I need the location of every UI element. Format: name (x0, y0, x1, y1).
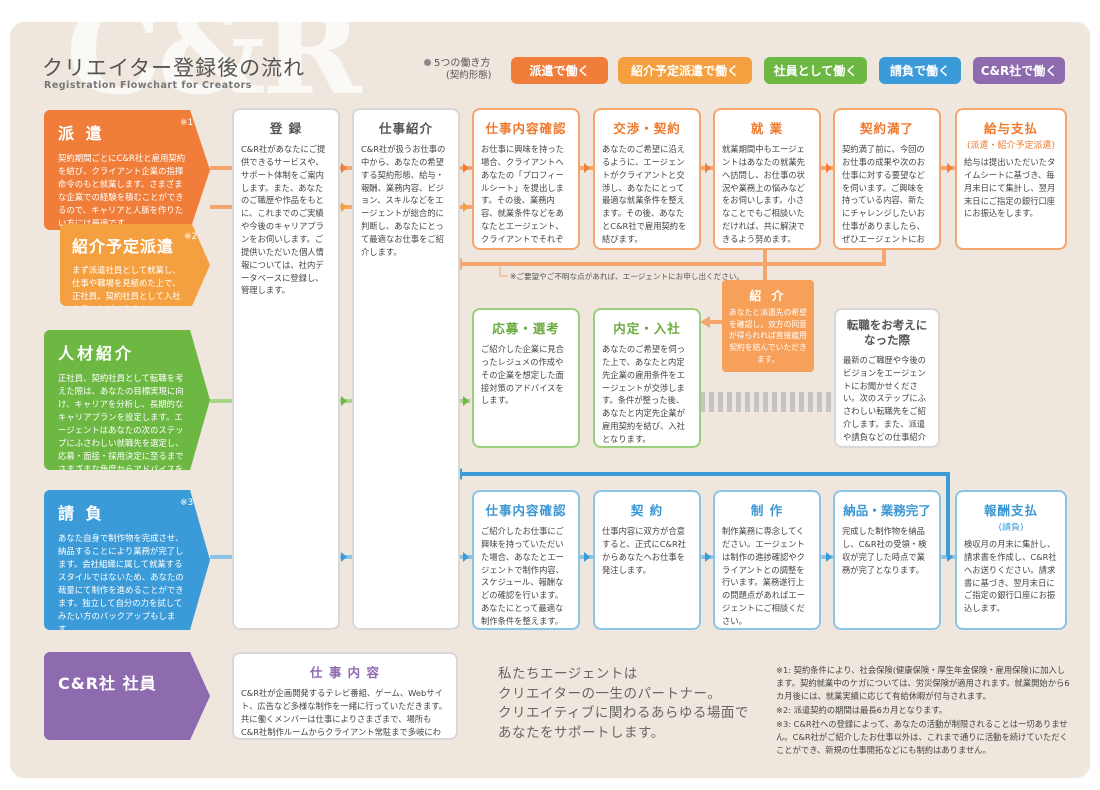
step-title: 契 約 (630, 503, 664, 518)
agent-message-line: 私たちエージェントは (498, 666, 638, 682)
legend-sublabel: (契約形態) (446, 70, 492, 81)
category-ukeoi: 請 負 ※3 あなた自身で制作物を完成させ、納品することにより業務が完了します。… (44, 490, 210, 630)
step-title: 報酬支払 (983, 503, 1038, 518)
category-name: 派 遣 (58, 124, 105, 143)
category-description: 正社員、契約社員として転職を考えた際は、あなたの目標実現に向け、キャリアを分析し… (58, 373, 184, 475)
step-description: あなたと派遣先の希望を確認し、双方の同意が得られれば直接雇用契約を結んでいただき… (729, 308, 807, 364)
legend-shokai-haken: 紹介予定派遣で働く (618, 57, 752, 84)
step-description: 給与は提出いただいたタイムシートに基づき、毎月末日にて集計し、翌月末日にご指定の… (964, 157, 1056, 219)
category-shokai-haken: 紹介予定派遣 ※2 まず派遣社員として就業し、仕事や職場を見極めた上で、正社員、… (60, 224, 210, 306)
footnote-mark: ※1 (180, 118, 194, 128)
legend-shain: 社員として働く (764, 57, 867, 84)
note-pointer (499, 264, 508, 277)
step-description: 制作業務に専念してください。エージェントは制作の進捗確認やクライアントとの調整を… (722, 526, 805, 627)
step-oubo-senko: 応募・選考 ご紹介した企業に見合ったレジュメの作成やその企業を想定した面接対策の… (472, 308, 580, 448)
step-title: 仕事紹介 (378, 121, 433, 136)
legend-haken: 派遣で働く (511, 57, 608, 84)
step-title: 仕 事 内 容 (309, 665, 381, 680)
step-title: 制 作 (750, 503, 784, 518)
agent-message-line: クリエイティブに関わるあらゆる場面で (498, 705, 749, 722)
step-title: 契約満了 (859, 121, 914, 136)
step-shokai: 紹 介 あなたと派遣先の希望を確認し、双方の同意が得られれば直接雇用契約を結んで… (722, 280, 814, 372)
step-title: 登 録 (269, 121, 303, 136)
category-description: まず派遣社員として就業し、仕事や職場を見極めた上で、正社員、契約社員として入社す… (72, 265, 181, 306)
chevron-icons (341, 163, 953, 173)
step-description: あなたのご希望に沿えるように、エージェントがクライアントと交渉し、あなたにとって… (602, 144, 687, 245)
step-shigoto-shokai: 仕事紹介 C&R社が扱うお仕事の中から、あなたの希望する契約形態、給与・報酬、業… (352, 108, 460, 630)
step-toroku: 登 録 C&R社があなたにご提供できるサービスや、サポート体制をご案内します。ま… (232, 108, 340, 630)
step-title: 仕事内容確認 (485, 121, 567, 136)
step-shugyo: 就 業 就業期間中もエージェントはあなたの就業先へ訪問し、お仕事の状況や業務上の… (713, 108, 821, 250)
step-subtitle: (派遣・紹介予定派遣) (966, 141, 1056, 151)
category-description: あなた自身で制作物を完成させ、納品することにより業務が完了します。会社組織に属し… (58, 533, 184, 635)
step-description: あなたのご希望を伺った上で、あなたと内定先企業の雇用条件をエージェントが交渉しま… (602, 344, 685, 445)
category-description: 契約期間ごとにC&R社と雇用契約を結び、クライアント企業の指揮命令のもと就業しま… (58, 153, 186, 229)
step-description: C&R社が扱うお仕事の中から、あなたの希望する契約形態、給与・報酬、業務内容、ビ… (361, 144, 446, 257)
legend-label: 5つの働き方 (434, 58, 491, 69)
step-title: 紹 介 (749, 289, 787, 303)
consult-note: ※ご要望やご不明な点があれば、エージェントにお申し出ください。 (510, 272, 745, 281)
step-u-hoshu: 報酬支払 (請負) 検収月の月末に集計し、請求書を作成し、C&R社へお送りくださ… (955, 490, 1067, 630)
legend-cr-shain: C&R社で働く (973, 57, 1065, 84)
step-naiyo-kakunin: 仕事内容確認 お仕事に興味を持った場合、クライアントへあなたの「プロフィールシー… (472, 108, 580, 250)
step-title: 交渉・契約 (613, 121, 681, 136)
step-kosho-keiyaku: 交渉・契約 あなたのご希望に沿えるように、エージェントがクライアントと交渉し、あ… (593, 108, 701, 250)
step-title: 内定・入社 (613, 321, 681, 336)
step-description: ご紹介したお仕事にご興味を持っていただいた場合、あなたとエージェントで制作内容、… (481, 526, 564, 627)
step-tenshoku: 転職をお考えになった際 最新のご職歴や今後のビジョンをエージェントにお聞かせくだ… (834, 308, 940, 448)
footnote-3: ※3: C&R社への登録によって、あなたの活動が制限されることは一切ありません。… (776, 719, 1068, 755)
category-name: 人材紹介 (58, 344, 135, 363)
step-u-nohin: 納品・業務完了 完成した制作物を納品し、C&R社の受領・検収が完了した時点で業務… (833, 490, 941, 630)
step-kyuyo-shiharai: 給与支払 (派遣・紹介予定派遣) 給与は提出いただいたタイムシートに基づき、毎月… (955, 108, 1067, 250)
category-haken: 派 遣 ※1 契約期間ごとにC&R社と雇用契約を結び、クライアント企業の指揮命令… (44, 110, 210, 230)
return-arrow-orange (458, 250, 886, 266)
category-name: 紹介予定派遣 (72, 237, 175, 256)
page-subtitle: Registration Flowchart for Creators (44, 80, 252, 91)
brand-watermark: C&R (66, 0, 362, 122)
step-description: 最新のご職歴や今後のビジョンをエージェントにお聞かせください。次のステップにふさ… (843, 354, 926, 446)
step-u-keiyaku: 契 約 仕事内容に双方が合意すると、正式にC&R社からあなたへお仕事を発注します… (593, 490, 701, 630)
step-description: 仕事内容に双方が合意すると、正式にC&R社からあなたへお仕事を発注します。 (602, 526, 687, 575)
agent-message-line: クリエイターの一生のパートナー。 (498, 685, 722, 702)
step-description: お仕事に興味を持った場合、クライアントへあなたの「プロフィールシート」を提出しま… (481, 144, 564, 248)
legend-heading: 5つの働き方 (契約形態) (424, 57, 491, 82)
step-subtitle: (請負) (998, 523, 1024, 533)
step-title: 応募・選考 (492, 321, 560, 336)
footnote-1: ※1: 契約条件により、社会保険(健康保険・厚生年金保険・雇用保険)に加入します… (776, 665, 1070, 701)
category-name: 請 負 (58, 504, 105, 523)
category-cr-shain: C&R社 社員 (44, 652, 210, 740)
bullet-icon (424, 59, 431, 66)
step-title: 給与支払 (983, 121, 1038, 136)
step-title: 納品・業務完了 (843, 503, 931, 518)
step-description: 検収月の月末に集計し、請求書を作成し、C&R社へお送りください。請求書に基づき、… (964, 539, 1057, 614)
page-title: クリエイター登録後の流れ (42, 56, 306, 80)
step-shain-naiyo: 仕 事 内 容 C&R社が企画開発するテレビ番組、ゲーム、Webサイト、広告など… (232, 652, 458, 740)
step-keiyaku-manryo: 契約満了 契約満了前に、今回のお仕事の成果や次のお仕事に対する要望などを伺います… (833, 108, 941, 250)
footnote-2: ※2: 派遣契約の期間は最長6カ月となります。 (776, 705, 948, 715)
step-title: 転職をお考えになった際 (846, 318, 928, 347)
step-description: 完成した制作物を納品し、C&R社の受領・検収が完了した時点で業務が完了となります… (842, 526, 927, 575)
agent-message: 私たちエージェントは クリエイターの一生のパートナー。 クリエイティブに関わるあ… (498, 665, 749, 743)
legend-ukeoi: 請負で働く (879, 57, 961, 84)
step-title: 仕事内容確認 (485, 503, 567, 518)
agent-message-line: あなたをサポートします。 (498, 724, 665, 741)
step-u-seisaku: 制 作 制作業務に専念してください。エージェントは制作の進捗確認やクライアントと… (713, 490, 821, 630)
footnote-mark: ※2 (184, 232, 198, 242)
step-u-naiyo-kakunin: 仕事内容確認 ご紹介したお仕事にご興味を持っていただいた場合、あなたとエージェン… (472, 490, 580, 630)
category-name: C&R社 社員 (58, 674, 157, 693)
return-arrow-blue (458, 472, 950, 556)
category-jinzai: 人材紹介 正社員、契約社員として転職を考えた際は、あなたの目標実現に向け、キャリ… (44, 330, 210, 470)
step-description: 契約満了前に、今回のお仕事の成果や次のお仕事に対する要望などを伺います。ご興味を… (842, 144, 925, 248)
step-description: 就業期間中もエージェントはあなたの就業先へ訪問し、お仕事の状況や業務上の悩みなど… (722, 144, 805, 245)
step-title: 就 業 (750, 121, 784, 136)
footnote-mark: ※3 (180, 498, 194, 508)
step-naitei-nyusha: 内定・入社 あなたのご希望を伺った上で、あなたと内定先企業の雇用条件をエージェン… (593, 308, 701, 448)
step-description: C&R社が企画開発するテレビ番組、ゲーム、Webサイト、広告など多様な制作を一緒… (241, 688, 448, 737)
step-description: ご紹介した企業に見合ったレジュメの作成やその企業を想定した面接対策のアドバイスを… (481, 344, 564, 406)
step-description: C&R社があなたにご提供できるサービスや、サポート体制をご案内します。また、あな… (241, 144, 326, 296)
arrowhead-icon (700, 316, 710, 328)
